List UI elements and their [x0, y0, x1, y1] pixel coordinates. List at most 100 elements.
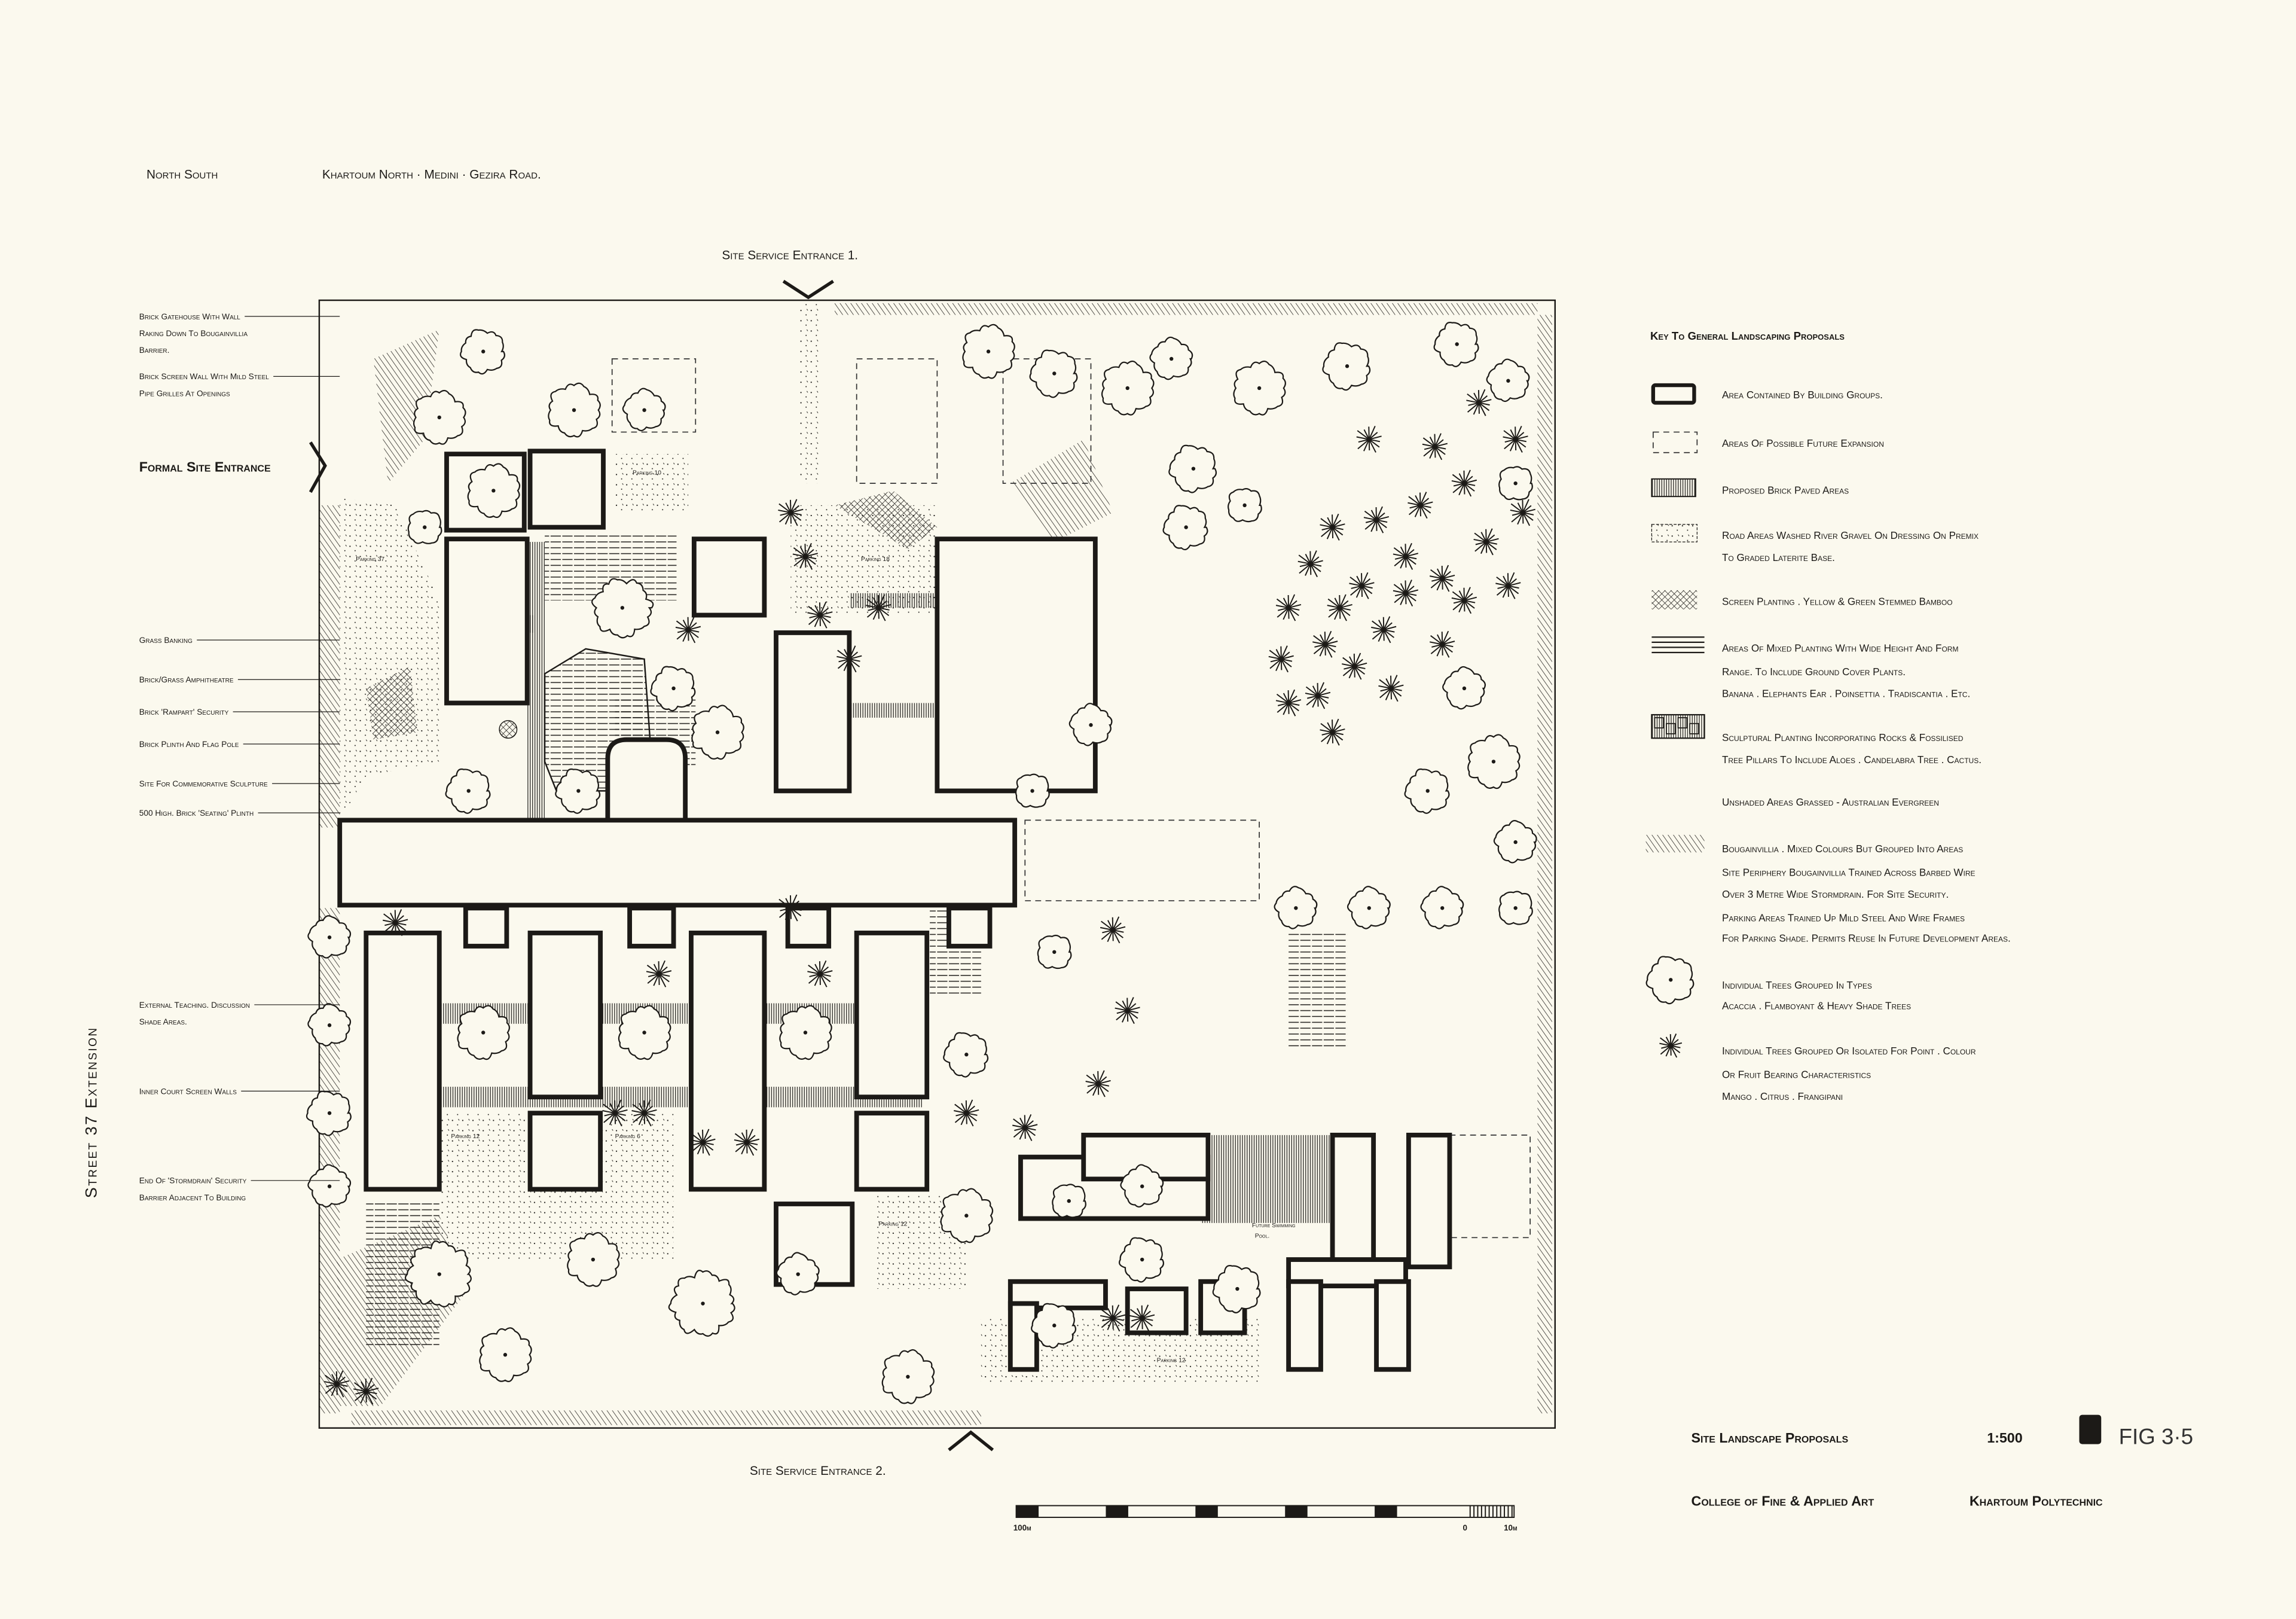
brick-paved-path — [527, 542, 545, 821]
annotation-text: Raking Down To Bougainvillia — [139, 329, 248, 338]
annotation-text: Brick 'Rampart' Security — [139, 708, 229, 716]
formal-entrance-chevron-icon[interactable] — [309, 441, 327, 493]
round-tree-icon — [1037, 934, 1072, 969]
round-tree-icon — [1322, 342, 1371, 391]
bougainvillia-strip-north — [834, 303, 1538, 315]
round-tree-icon — [404, 1240, 472, 1307]
scale-label-100m: 100m — [1013, 1523, 1031, 1532]
star-tree-icon — [836, 645, 862, 673]
round-tree-icon — [1433, 322, 1479, 367]
round-tree-icon — [413, 389, 466, 445]
bougainvillia-strip-west — [319, 505, 340, 828]
round-tree-icon — [548, 382, 601, 438]
legend-item-text: Parking Areas Trained Up Mild Steel And … — [1722, 911, 1965, 923]
entrance-north-chevron-icon[interactable] — [782, 279, 834, 300]
legend-item-text: Over 3 Metre Wide Stormdrain. For Site S… — [1722, 888, 1949, 900]
star-tree-icon — [1495, 572, 1521, 599]
star-tree-icon — [353, 1377, 379, 1405]
building — [444, 536, 530, 706]
annotation-text: Inner Court Screen Walls — [139, 1087, 237, 1096]
annotation-text: Pipe Grilles At Openings — [139, 389, 230, 398]
round-tree-icon — [1467, 734, 1521, 789]
annotation-text: Site For Commemorative Sculpture — [139, 779, 268, 788]
annotation-text: Brick Screen Wall With Mild Steel — [139, 372, 270, 381]
annotation-text: Shade Areas. — [139, 1017, 187, 1026]
star-trees — [324, 389, 1535, 1405]
round-tree-icon — [1645, 956, 1694, 1005]
round-tree-icon — [622, 388, 666, 432]
parking-label: Parking 6 — [615, 1133, 641, 1140]
site-boundary — [318, 299, 1556, 1429]
star-tree-icon — [1363, 506, 1390, 533]
star-tree-icon — [1429, 630, 1455, 658]
star-tree-icon — [1466, 389, 1492, 416]
horizontal-lines-swatch-icon — [1651, 636, 1705, 654]
star-tree-icon — [778, 894, 804, 922]
legend-item-text: Bougainvillia . Mixed Colours But Groupe… — [1722, 843, 1963, 855]
star-tree-icon — [792, 542, 819, 570]
scale-bar-frame — [1015, 1505, 1515, 1519]
star-tree-icon — [1012, 1114, 1038, 1141]
star-tree-icon — [1659, 1033, 1683, 1058]
star-tree-icon — [1407, 492, 1433, 519]
round-tree-icon — [1052, 1184, 1086, 1218]
legend-title: Key To General Landscaping Proposals — [1650, 330, 1845, 342]
star-tree-icon — [1275, 689, 1302, 716]
round-tree-icon — [1068, 703, 1113, 746]
legend-item-text: Areas Of Possible Future Expansion — [1722, 437, 1884, 449]
round-tree-icon — [567, 1232, 620, 1287]
round-tree-icon — [457, 1005, 511, 1060]
star-tree-swatch-icon — [1659, 1033, 1683, 1058]
institution: College of Fine & Applied Art — [1692, 1493, 1874, 1508]
round-tree-icon — [881, 1349, 935, 1404]
star-tree-icon — [1085, 1070, 1111, 1097]
building — [854, 1111, 930, 1192]
bougainvillia-strip-east — [1537, 315, 1552, 1414]
entrance-south-chevron-icon[interactable] — [948, 1430, 994, 1452]
star-tree-icon — [734, 1129, 760, 1156]
orientation-label: North South — [146, 168, 218, 182]
round-tree-icon — [1029, 349, 1078, 398]
round-tree-icon — [1031, 1303, 1077, 1349]
star-tree-icon — [1393, 580, 1419, 607]
annotation-text: Brick Plinth And Flag Pole — [139, 740, 239, 749]
legend-item-text: Area Contained By Building Groups. — [1722, 389, 1883, 401]
legend-item-text: For Parking Shade. Permits Reuse In Futu… — [1722, 932, 2011, 944]
building — [463, 905, 509, 949]
round-tree-icon — [445, 768, 491, 814]
brick-paved-path — [439, 1003, 923, 1024]
round-tree-swatch-icon — [1645, 956, 1694, 1005]
round-tree-icon — [775, 1252, 820, 1295]
street-label: Street 37 Extension — [83, 1026, 100, 1198]
round-tree-icon — [306, 1090, 352, 1136]
pool-label-line-1: Future Swimming — [1252, 1222, 1296, 1229]
future-expansion-area — [611, 358, 697, 433]
drawing-title: Site Landscape Proposals — [1692, 1430, 1849, 1446]
round-tree-icon — [467, 463, 521, 519]
round-tree-icon — [668, 1270, 735, 1337]
legend-item-text: Sculptural Planting Incorporating Rocks … — [1722, 731, 1964, 743]
building — [1125, 1286, 1189, 1336]
star-tree-icon — [1327, 594, 1352, 621]
parking-label: Parking 12 — [451, 1133, 480, 1140]
parking-label: Parking 10 — [633, 469, 661, 476]
brick-paved-path — [439, 1087, 923, 1108]
parking-label: Parking 12 — [878, 1221, 907, 1228]
brick-paved-path — [849, 593, 938, 608]
annotation-text: Barrier Adjacent To Building — [139, 1193, 246, 1202]
star-tree-icon — [1378, 675, 1404, 702]
building — [527, 449, 606, 530]
building — [689, 931, 767, 1192]
round-tree-icon — [1486, 358, 1530, 403]
bougainvillia-strip-west-lower — [319, 908, 340, 1414]
star-tree-icon — [324, 1370, 350, 1398]
annotation-text: Barrier. — [139, 346, 170, 355]
mixed-planting-area — [1289, 930, 1348, 1047]
star-tree-icon — [1356, 425, 1382, 453]
round-tree-icon — [307, 915, 352, 959]
star-tree-icon — [1451, 587, 1477, 614]
star-tree-icon — [646, 960, 672, 987]
brick-paving-swatch-icon — [1651, 478, 1696, 498]
round-tree-icon — [1233, 360, 1286, 416]
